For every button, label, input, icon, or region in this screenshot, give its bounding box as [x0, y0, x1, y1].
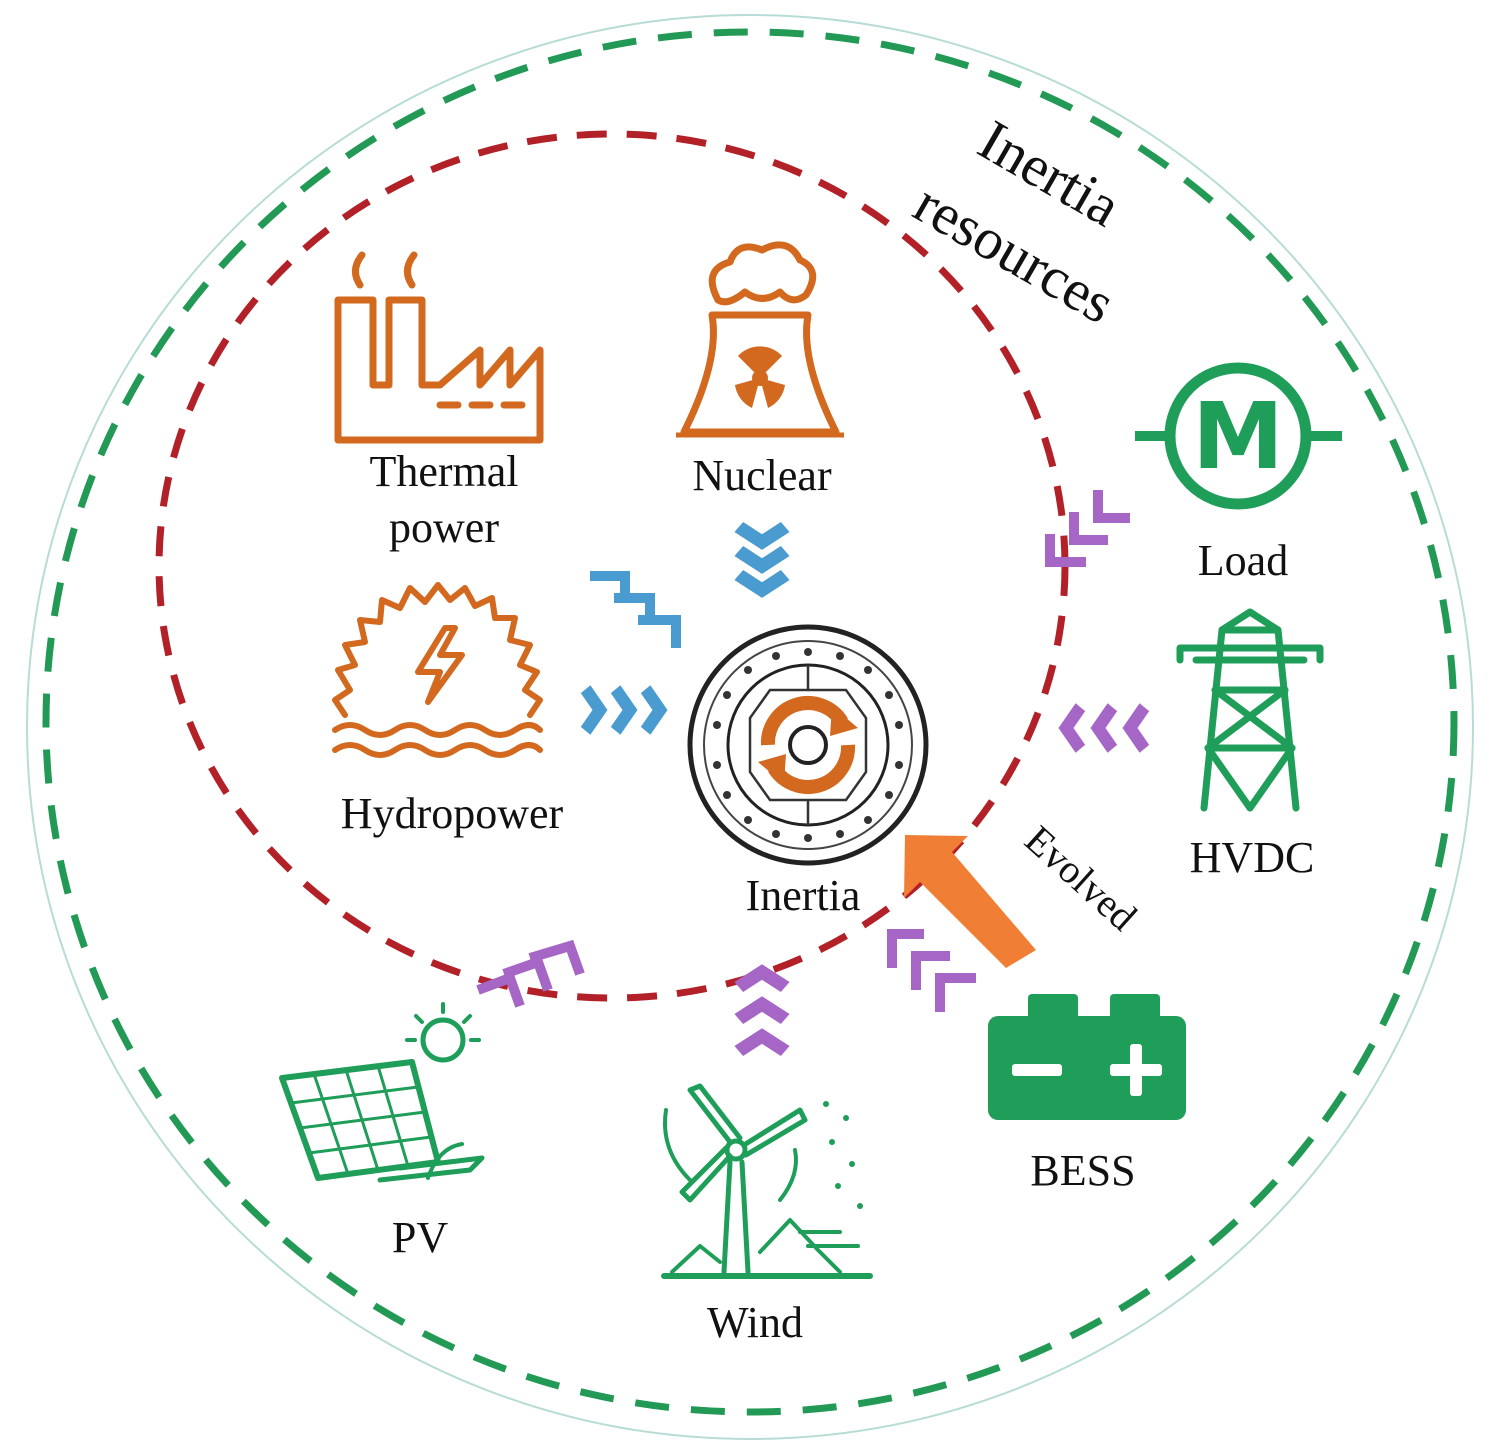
bess-to-inertia-arrow	[887, 929, 976, 1012]
hydropower-label: Hydropower	[341, 789, 564, 838]
pv-to-inertia-arrow	[476, 939, 585, 1008]
thermal-label-line1: Thermal	[369, 447, 518, 496]
hvdc-label: HVDC	[1190, 833, 1315, 882]
wind-to-inertia-arrow	[739, 972, 785, 1051]
transmission-tower-icon	[1176, 608, 1324, 812]
hvdc-to-inertia-arrow	[1066, 707, 1144, 749]
wind-label: Wind	[707, 1298, 803, 1347]
load-label: Load	[1198, 536, 1288, 585]
rotor-icon	[687, 624, 929, 866]
nuclear-plant-icon	[676, 241, 844, 438]
evolved-label: Evolved	[1016, 817, 1145, 940]
motor-icon: M	[1135, 362, 1342, 510]
hydro-to-inertia-arrow	[586, 689, 660, 731]
solar-panel-icon	[279, 1002, 485, 1183]
load-to-inertia-arrow	[1045, 490, 1130, 567]
motor-letter: M	[1192, 383, 1284, 490]
factory-icon	[334, 251, 544, 444]
pv-label: PV	[392, 1213, 448, 1262]
outer-thin-ring	[26, 14, 1474, 1440]
outer-dashed-ring	[42, 28, 1458, 1416]
nuclear-label: Nuclear	[692, 451, 832, 500]
wind-turbine-icon	[661, 1083, 873, 1279]
thermal-label-line2: power	[389, 503, 499, 552]
inertia-label: Inertia	[746, 871, 861, 920]
nuclear-to-inertia-arrow	[739, 527, 785, 590]
evolved-arrow	[904, 835, 1036, 968]
bess-label: BESS	[1030, 1146, 1135, 1195]
battery-icon	[988, 994, 1186, 1120]
hydro-turbine-icon	[332, 582, 543, 758]
thermal-to-inertia-arrow	[590, 571, 681, 648]
